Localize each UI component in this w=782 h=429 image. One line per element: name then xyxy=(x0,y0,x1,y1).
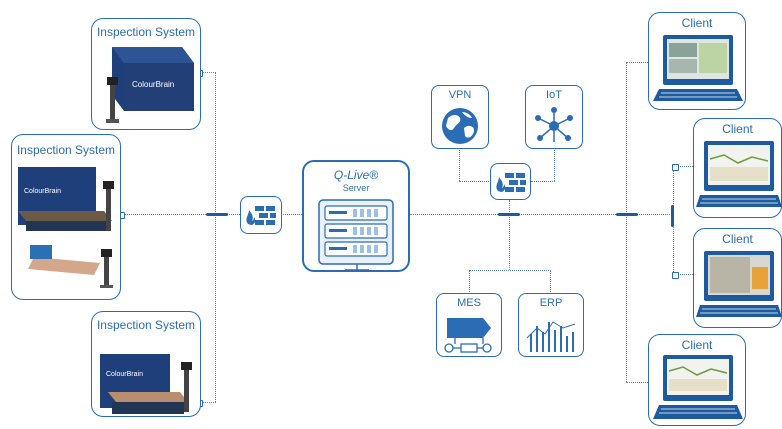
svg-text:ColourBrain: ColourBrain xyxy=(24,188,61,195)
vpn-label: VPN xyxy=(448,89,472,101)
inspection-system-bottom-title: Inspection System xyxy=(96,318,196,332)
inspection-system-top-title: Inspection System xyxy=(96,25,196,39)
inspection-system-top: Inspection System ColourBrain xyxy=(91,18,201,130)
erp-label: ERP xyxy=(539,297,563,309)
client-4: Client xyxy=(648,334,746,426)
inspection-machine-icon: ColourBrain xyxy=(100,354,192,414)
client-3: Client xyxy=(693,228,782,328)
iot-box: IoT xyxy=(525,85,583,149)
erp-box: ERP xyxy=(518,293,584,357)
server-title: Q-Live® xyxy=(333,168,379,182)
computer-icon xyxy=(653,35,743,101)
colourbrain-brand-text: ColourBrain xyxy=(132,80,174,89)
client-3-title: Client xyxy=(722,232,753,246)
firewall-right xyxy=(490,163,531,200)
mes-flow-icon xyxy=(444,318,492,353)
server-rack-icon xyxy=(318,199,394,271)
inspection-table-icon: ColourBrain xyxy=(18,167,114,288)
client-1-title: Client xyxy=(681,16,713,30)
client-1: Client xyxy=(648,12,746,110)
inspection-system-mid: Inspection System ColourBrain xyxy=(11,134,121,300)
globe-icon xyxy=(442,108,478,144)
mes-label: MES xyxy=(457,297,481,309)
server-subtitle: Server xyxy=(342,183,370,193)
computer-icon xyxy=(696,141,782,207)
client-4-title: Client xyxy=(681,338,713,352)
firewall-icon xyxy=(496,173,526,192)
inspection-machine-icon: ColourBrain xyxy=(106,47,194,123)
erp-chart-icon xyxy=(526,321,576,352)
firewall-icon xyxy=(246,206,276,225)
client-2: Client xyxy=(693,118,782,218)
qlive-server: Q-Live® Server xyxy=(302,160,410,272)
client-2-title: Client xyxy=(722,122,753,136)
svg-text:ColourBrain: ColourBrain xyxy=(106,371,143,378)
iot-label: IoT xyxy=(546,89,562,101)
computer-icon xyxy=(696,251,782,317)
inspection-system-mid-title: Inspection System xyxy=(16,143,116,157)
iot-network-icon xyxy=(535,107,573,142)
vpn-box: VPN xyxy=(431,85,489,149)
mes-box: MES xyxy=(436,293,502,357)
firewall-left xyxy=(240,196,282,234)
computer-icon xyxy=(653,355,743,419)
inspection-system-bottom: Inspection System ColourBrain xyxy=(91,311,201,417)
